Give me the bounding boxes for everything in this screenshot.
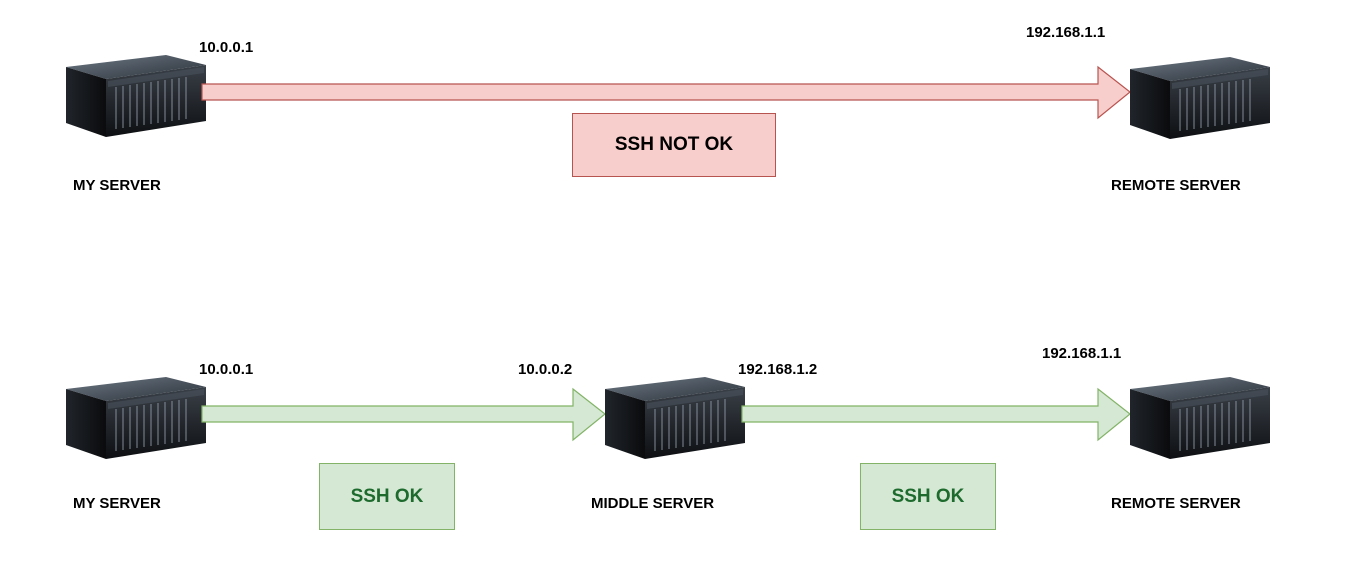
remote-server-label: REMOTE SERVER [1111,177,1241,194]
ssh-status-ok-1: SSH OK [319,463,455,530]
middle-server-ip-out: 192.168.1.2 [738,361,818,378]
my-server-label: MY SERVER [73,495,161,512]
my-server-label: MY SERVER [73,177,161,194]
ssh-status-ok-2: SSH OK [860,463,996,530]
remote-server-label: REMOTE SERVER [1111,495,1241,512]
remote-server-ip: 192.168.1.1 [1042,345,1122,362]
my-server-ip: 10.0.0.1 [199,361,254,378]
middle-server-ip-in: 10.0.0.2 [518,361,573,378]
server-icon [1129,376,1271,460]
middle-server-label: MIDDLE SERVER [591,495,715,512]
ssh-status-failed: SSH NOT OK [572,113,776,177]
my-server-ip: 10.0.0.1 [199,39,254,56]
remote-server-ip: 192.168.1.1 [1026,24,1106,41]
